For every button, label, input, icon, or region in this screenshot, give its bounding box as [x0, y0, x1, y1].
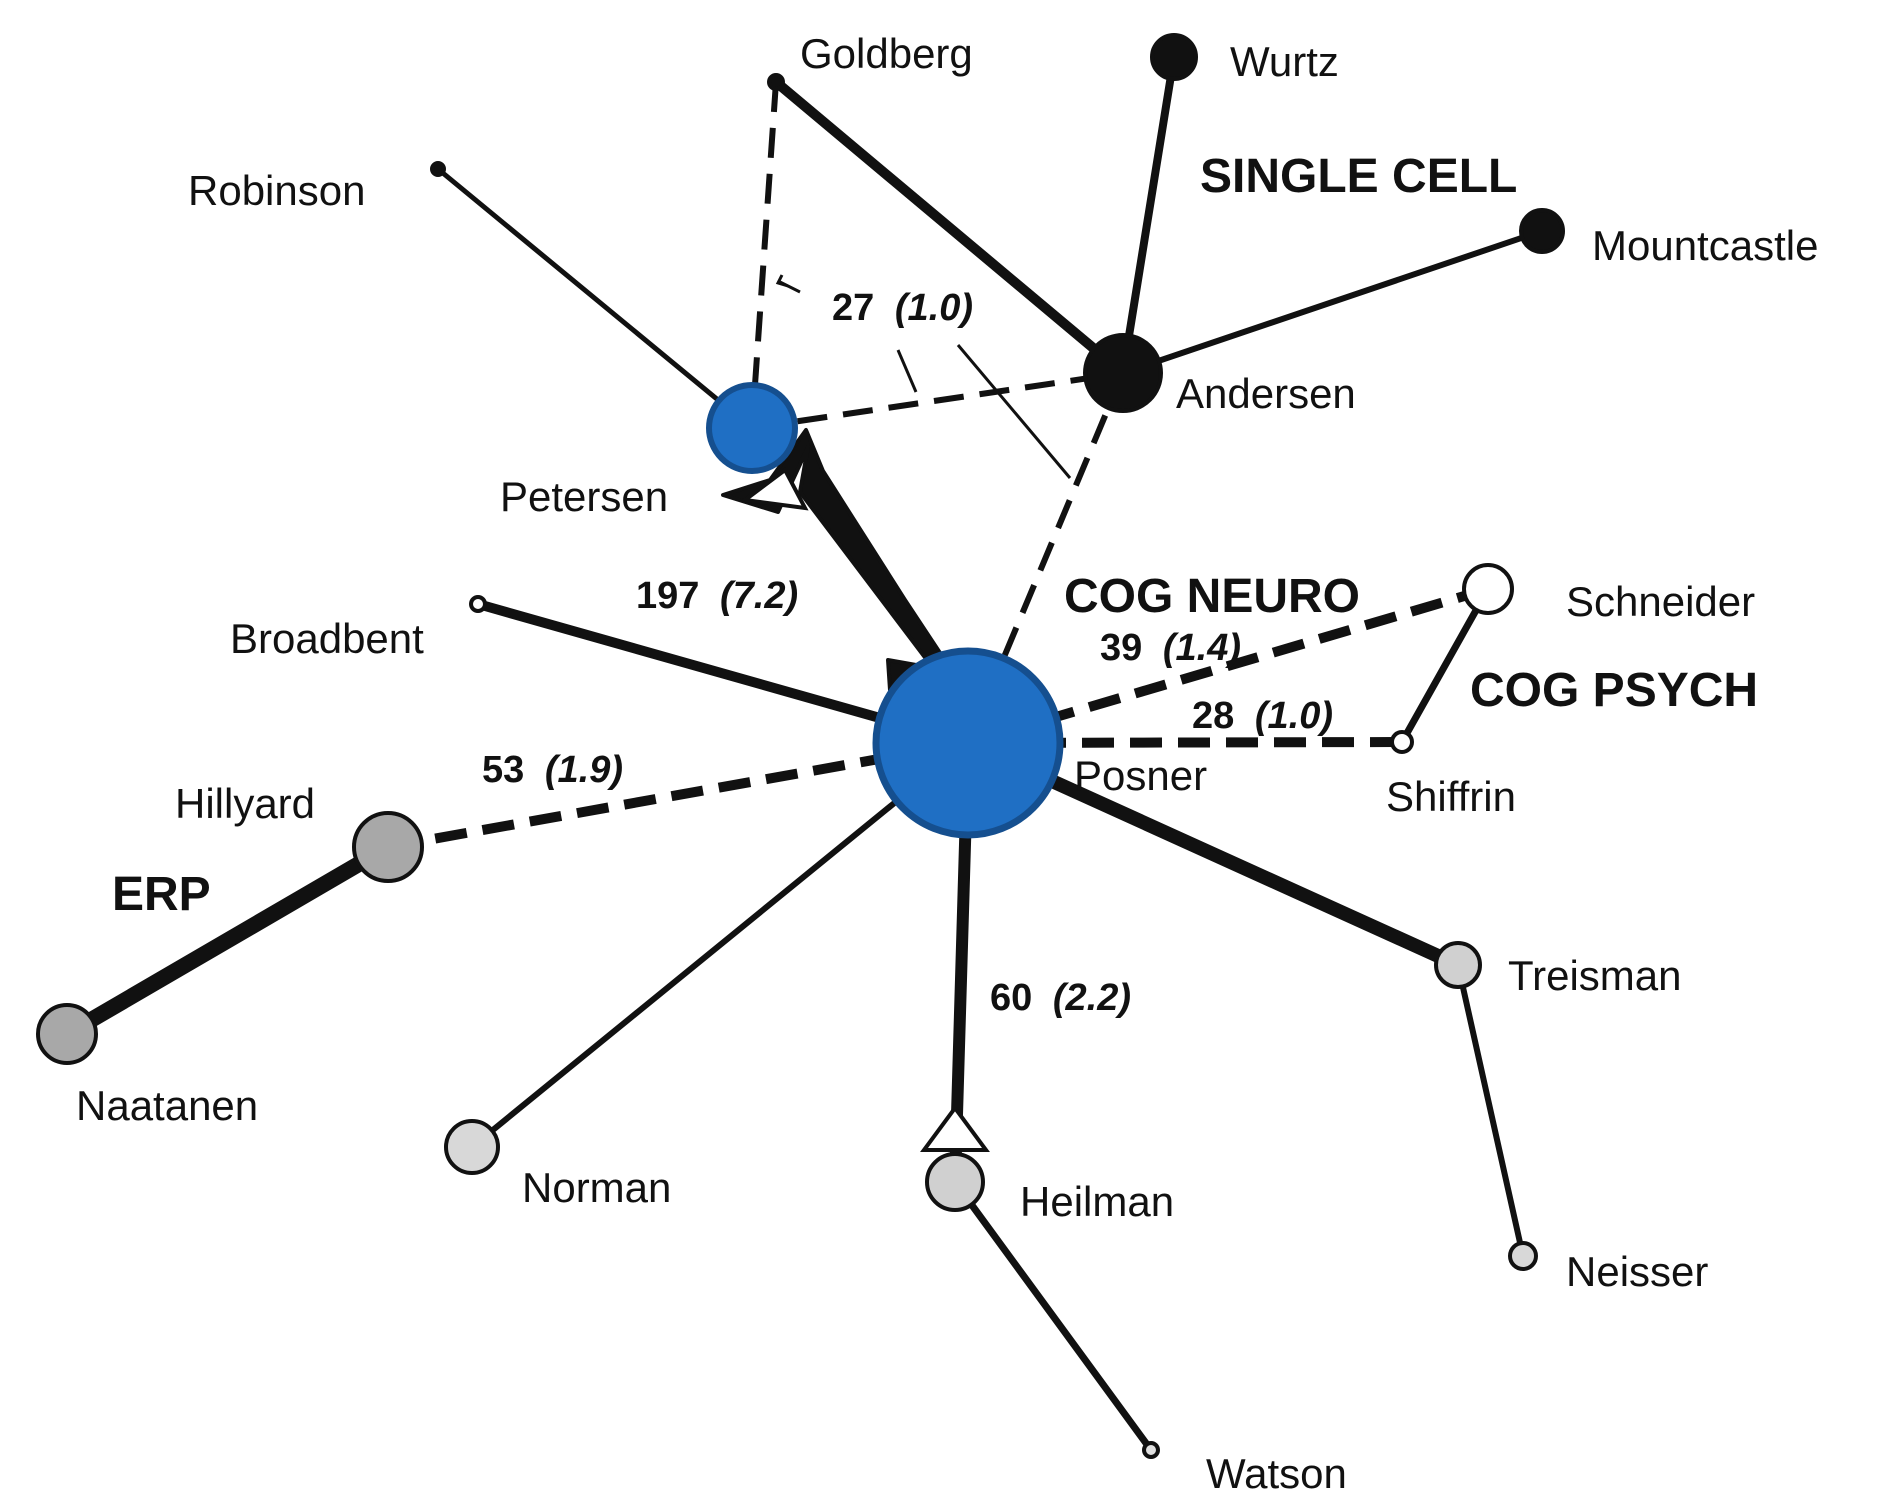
node-andersen[interactable] — [1083, 333, 1163, 413]
node-shiffrin[interactable] — [1390, 730, 1414, 754]
edges-solid — [59, 53, 1545, 1454]
label-goldberg: Goldberg — [800, 30, 973, 77]
edge-schneider-shiffrin — [1398, 585, 1492, 746]
label-shiffrin: Shiffrin — [1386, 773, 1516, 820]
label-schneider: Schneider — [1566, 578, 1755, 625]
node-heilman[interactable] — [925, 1152, 985, 1212]
label-heilman: Heilman — [1020, 1178, 1174, 1225]
annotation-pointers — [775, 274, 1072, 479]
edge-label-shiffrin-posner: 28 (1.0) — [1192, 695, 1333, 737]
nodes — [36, 33, 1565, 1459]
edge-label-schneider-posner: 39 (1.4) — [1100, 627, 1241, 669]
edge-ratio: (7.2) — [720, 575, 798, 617]
edge-posner-norman — [469, 740, 971, 1150]
edge-weight-labels: 27 (1.0) 197 (7.2) 39 (1.4) 28 (1.0) 53 … — [482, 287, 1333, 1019]
label-broadbent: Broadbent — [230, 615, 424, 662]
pointer-to-andersen-posner — [956, 344, 1072, 479]
label-treisman: Treisman — [1508, 952, 1681, 999]
group-single-cell: SINGLE CELL — [1200, 150, 1517, 203]
node-mountcastle[interactable] — [1519, 208, 1565, 254]
group-cog-neuro: COG NEURO — [1064, 570, 1360, 623]
label-wurtz: Wurtz — [1230, 38, 1339, 85]
label-mountcastle: Mountcastle — [1592, 222, 1818, 269]
edge-petersen-posner-arrow — [739, 466, 809, 511]
node-robinson[interactable] — [430, 161, 446, 177]
edge-count: 39 — [1100, 627, 1142, 669]
node-petersen[interactable] — [706, 382, 798, 474]
pointer-to-petersen-andersen — [896, 349, 918, 393]
node-broadbent[interactable] — [469, 595, 487, 613]
group-erp: ERP — [112, 868, 211, 921]
edge-wurtz-andersen — [1119, 53, 1178, 377]
edge-goldberg-petersen — [749, 81, 779, 429]
edge-count: 197 — [636, 575, 699, 617]
edge-mountcastle-andersen — [1120, 228, 1545, 376]
group-cog-psych: COG PSYCH — [1470, 664, 1758, 717]
node-schneider[interactable] — [1462, 563, 1514, 615]
node-wurtz[interactable] — [1150, 33, 1198, 81]
edge-posner-heilman-arrow — [920, 1104, 990, 1152]
label-robinson: Robinson — [188, 167, 365, 214]
node-goldberg[interactable] — [767, 73, 785, 91]
edge-label-goldberg-andersen: 27 (1.0) — [832, 287, 973, 329]
edge-ratio: (1.4) — [1163, 627, 1241, 669]
edges-dashed — [749, 81, 1126, 745]
edge-ratio: (2.2) — [1053, 977, 1131, 1019]
edge-robinson-petersen — [435, 166, 755, 431]
label-hillyard: Hillyard — [175, 780, 315, 827]
edge-count: 27 — [832, 287, 874, 329]
edge-count: 53 — [482, 749, 524, 791]
edge-label-petersen-posner: 197 (7.2) — [636, 575, 798, 617]
node-watson[interactable] — [1142, 1441, 1160, 1459]
edge-ratio: (1.0) — [1255, 695, 1333, 737]
edge-hillyard-posner — [387, 738, 969, 852]
edge-ratio: (1.9) — [545, 749, 623, 791]
node-hillyard[interactable] — [352, 811, 424, 883]
group-labels: SINGLE CELL COG NEURO COG PSYCH ERP — [112, 150, 1758, 921]
node-naatanen[interactable] — [36, 1003, 98, 1065]
edge-goldberg-andersen — [771, 77, 1128, 378]
label-naatanen: Naatanen — [76, 1082, 258, 1129]
edge-heilman-watson — [951, 1178, 1155, 1454]
node-labels: Goldberg Wurtz Robinson Mountcastle Ande… — [76, 30, 1818, 1495]
edge-naatanen-hillyard — [59, 839, 396, 1042]
edge-treisman-neisser — [1455, 962, 1526, 1259]
edge-label-heilman-posner: 60 (2.2) — [990, 977, 1131, 1019]
label-neisser: Neisser — [1566, 1248, 1708, 1295]
node-norman[interactable] — [444, 1119, 500, 1175]
node-neisser[interactable] — [1508, 1241, 1538, 1271]
edge-petersen-andersen — [751, 370, 1124, 431]
edge-count: 28 — [1192, 695, 1234, 737]
label-petersen: Petersen — [500, 473, 668, 520]
edge-label-hillyard-posner: 53 (1.9) — [482, 749, 623, 791]
node-treisman[interactable] — [1434, 941, 1482, 989]
edge-ratio: (1.0) — [895, 287, 973, 329]
label-andersen: Andersen — [1176, 370, 1356, 417]
pointer-arrowhead-1 — [775, 274, 789, 288]
node-posner[interactable] — [872, 647, 1064, 839]
label-posner: Posner — [1074, 752, 1207, 799]
edge-count: 60 — [990, 977, 1032, 1019]
label-watson: Watson — [1206, 1450, 1347, 1495]
label-norman: Norman — [522, 1164, 671, 1211]
